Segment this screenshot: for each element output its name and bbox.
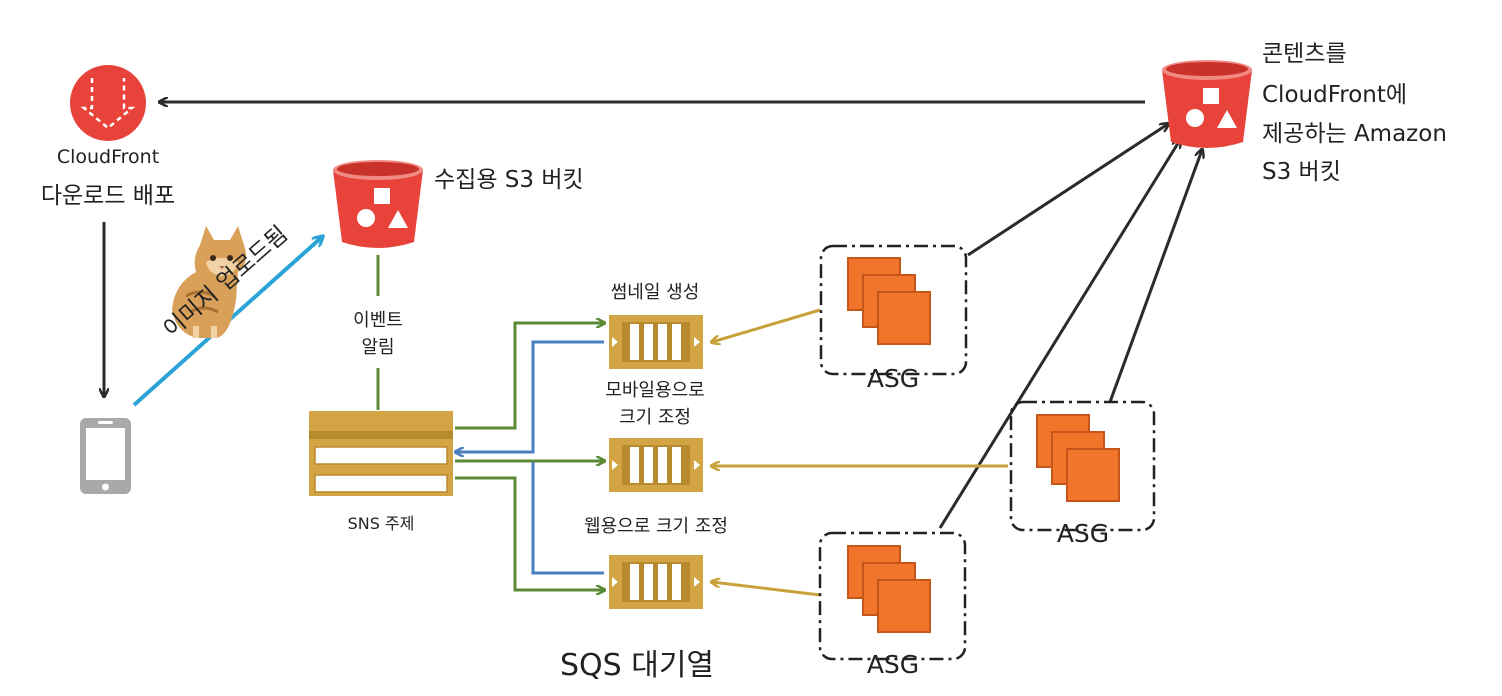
event-notification-label-2: 알림 xyxy=(361,337,395,358)
auto-scaling-group-icon xyxy=(847,257,931,345)
arrow-asg-bottom-to-content xyxy=(938,140,1180,529)
queue-web-label: 웹용으로 크기 조정 xyxy=(584,516,728,537)
sqs-queue-icon xyxy=(609,315,703,369)
arrow-sns-to-thumbnail xyxy=(455,323,604,430)
cat-photo-icon xyxy=(172,226,246,338)
sns-topic-label: SNS 주제 xyxy=(347,514,415,533)
arrow-asg-top-to-thumbnail xyxy=(712,308,821,342)
sns-topic-icon xyxy=(309,411,453,496)
content-bucket-label-1: 콘텐츠를 xyxy=(1262,41,1347,67)
asg-group-right xyxy=(1009,400,1156,532)
arrow-sns-to-web xyxy=(455,476,604,590)
s3-bucket-icon xyxy=(333,160,423,248)
upload-bucket-label: 수집용 S3 버킷 xyxy=(434,167,584,193)
content-bucket-label-2: CloudFront에 xyxy=(1262,82,1408,108)
auto-scaling-group-icon xyxy=(1036,414,1120,502)
arrow-asg-top-to-content xyxy=(967,124,1168,257)
arrow-thumbnail-to-sns xyxy=(456,340,604,452)
queue-thumbnail-label: 썸네일 생성 xyxy=(610,282,700,303)
content-bucket-label-4: S3 버킷 xyxy=(1262,159,1341,185)
queue-mobile-label-2: 크기 조정 xyxy=(619,407,691,428)
cloudfront-sublabel: 다운로드 배포 xyxy=(40,183,176,209)
content-bucket-label-3: 제공하는 Amazon xyxy=(1262,121,1447,147)
asg-group-bottom xyxy=(818,531,967,661)
cloudfront-label: CloudFront xyxy=(56,146,160,168)
sqs-queue-icon xyxy=(609,555,703,609)
sqs-queues-label: SQS 대기열 xyxy=(560,648,715,683)
s3-bucket-icon xyxy=(1162,60,1252,148)
arrow-web-to-sns xyxy=(531,462,604,575)
arrow-asg-right-to-content xyxy=(1108,150,1202,403)
queue-mobile-label-1: 모바일용으로 xyxy=(605,380,705,401)
asg-top-label: ASG xyxy=(866,364,920,393)
asg-bottom-label: ASG xyxy=(866,650,920,679)
mobile-phone-icon xyxy=(80,418,131,494)
asg-group-top xyxy=(819,244,968,376)
asg-right-label: ASG xyxy=(1056,519,1110,548)
event-notification-label-1: 이벤트 xyxy=(353,310,403,331)
arrow-asg-bottom-to-web xyxy=(712,582,821,597)
auto-scaling-group-icon xyxy=(847,545,931,633)
cloudfront-download-icon xyxy=(70,65,146,141)
sqs-queue-icon xyxy=(609,438,703,492)
